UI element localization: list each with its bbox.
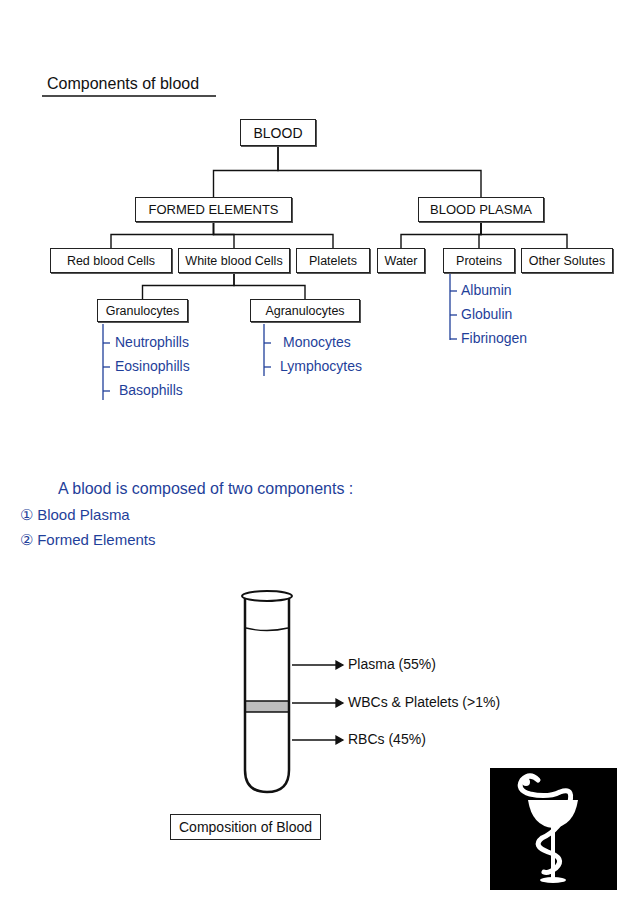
component-box: Red blood Cells [50, 248, 172, 273]
node-text: FORMED ELEMENTS [148, 202, 278, 217]
test-tube [242, 591, 292, 792]
node-text: Platelets [309, 254, 357, 268]
numbered-point: ① Blood Plasma [20, 506, 130, 524]
category-box: BLOOD PLASMA [418, 197, 544, 222]
leader-tick [264, 342, 271, 343]
diagram-title: Components of blood [47, 75, 199, 93]
node-text: Red blood Cells [67, 254, 155, 268]
category-box: FORMED ELEMENTS [135, 197, 292, 222]
leader-tick [450, 314, 457, 315]
logo-base [540, 877, 566, 883]
node-text: Proteins [456, 254, 502, 268]
component-box: Platelets [296, 248, 370, 273]
tube-rim [242, 591, 292, 601]
pointer-line [292, 702, 337, 703]
list-item: Monocytes [283, 334, 351, 350]
leader-lines [103, 274, 457, 400]
layer-label: RBCs (45%) [348, 731, 426, 747]
layer-line [246, 711, 288, 712]
logo-snake-head [522, 778, 530, 786]
plasma-surface [246, 628, 288, 631]
logo-snake [520, 776, 570, 873]
node-text: Granulocytes [106, 304, 180, 318]
pointer-head [336, 736, 343, 744]
layer-line [246, 700, 288, 701]
leader-line [263, 324, 264, 376]
tree-connector [278, 146, 481, 197]
leader-line [449, 274, 450, 340]
tree-connector [401, 222, 481, 248]
list-item: Albumin [461, 282, 512, 298]
node-text: BLOOD PLASMA [430, 202, 532, 217]
component-box: Other Solutes [521, 248, 613, 273]
pointer-arrows [292, 661, 343, 744]
pointer-line [292, 739, 337, 740]
component-box: Proteins [443, 248, 515, 273]
node-root-box: BLOOD [240, 119, 316, 146]
leader-tick [103, 366, 110, 367]
list-item: Neutrophills [115, 334, 189, 350]
pointer-head [336, 661, 343, 669]
list-item: Eosinophills [115, 358, 190, 374]
pointer-line [292, 664, 337, 665]
leader-tick [103, 390, 110, 391]
cell-type-box: Agranulocytes [250, 299, 360, 322]
node-text: Other Solutes [529, 254, 605, 268]
cell-type-box: Granulocytes [97, 299, 188, 322]
note-text: A blood is composed of two components : [58, 480, 353, 498]
leader-tick [103, 342, 110, 343]
leader-line [102, 324, 103, 400]
title-underline [42, 95, 216, 96]
tree-connector [234, 273, 305, 299]
list-item: Globulin [461, 306, 512, 322]
list-item: Basophills [119, 382, 183, 398]
leader-tick [450, 338, 457, 339]
tree-connector [481, 222, 567, 248]
node-text: BLOOD [253, 125, 302, 141]
node-text: Water [385, 254, 418, 268]
node-text: Agranulocytes [265, 304, 344, 318]
tree-connector [214, 222, 334, 248]
list-item: Lymphocytes [280, 358, 362, 374]
node-text: White blood Cells [185, 254, 282, 268]
component-box: Water [377, 248, 425, 273]
tree-connector [214, 146, 279, 197]
leader-tick [450, 290, 457, 291]
tree-connector [143, 273, 235, 299]
list-item: Fibrinogen [461, 330, 527, 346]
logo-background [490, 768, 617, 890]
tube-wall [245, 598, 289, 792]
pointer-head [336, 699, 343, 707]
leader-tick [264, 366, 271, 367]
numbered-point: ② Formed Elements [20, 531, 156, 549]
component-box: White blood Cells [178, 248, 290, 273]
layer-label: WBCs & Platelets (>1%) [348, 694, 500, 710]
figure-caption: Composition of Blood [170, 814, 321, 840]
tree-connector [111, 222, 214, 248]
layer-label: Plasma (55%) [348, 656, 436, 672]
pharmacy-logo [490, 768, 617, 890]
buffy-coat-band [246, 701, 288, 712]
